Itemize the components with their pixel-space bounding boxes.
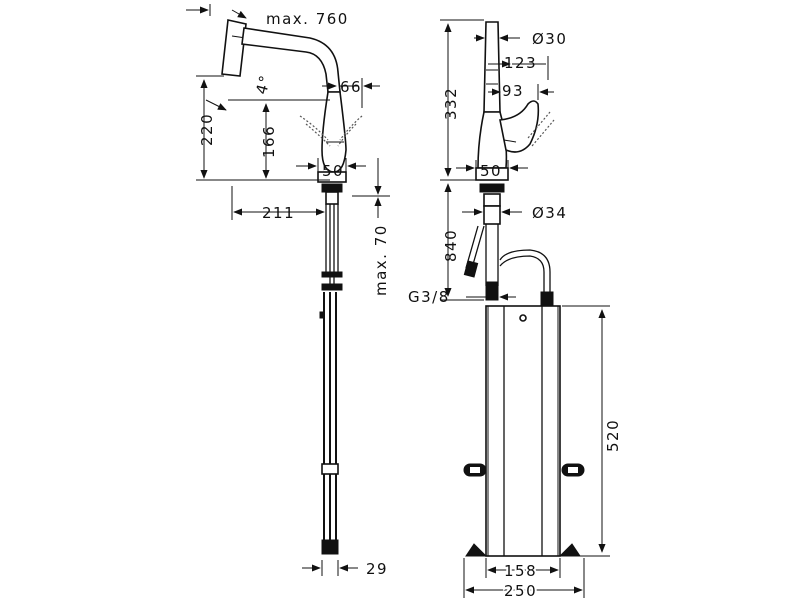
- dim-length-840: 840: [442, 229, 460, 262]
- dim-height-166: 166: [260, 125, 278, 158]
- dim-max-reach: max. 760: [266, 10, 349, 28]
- mounting-cabinet: [463, 305, 585, 557]
- dim-hose-29: 29: [366, 560, 388, 578]
- dim-depth-93: 93: [502, 82, 524, 100]
- side-view-left: max. 760 4° 66 220 166 50 211: [186, 4, 390, 578]
- dim-spout-offset: 66: [340, 78, 362, 96]
- dim-angle: 4°: [252, 72, 275, 96]
- dim-height-332: 332: [442, 87, 460, 120]
- dim-diam-30: Ø30: [532, 30, 567, 48]
- front-view-right: Ø30 332 123 93 50 Ø34 840 G3/8: [408, 19, 622, 600]
- dim-width-158: 158: [504, 562, 537, 580]
- faucet-body: [321, 91, 347, 173]
- dim-diam-34: Ø34: [532, 204, 567, 222]
- dim-depth-123: 123: [504, 54, 537, 72]
- dim-base-left: 50: [322, 162, 344, 180]
- spout-tube: [483, 21, 501, 113]
- dim-reach-211: 211: [262, 204, 295, 222]
- spray-pattern-left: [299, 115, 363, 147]
- dim-height-520: 520: [604, 419, 622, 452]
- dim-base-right: 50: [480, 162, 502, 180]
- dim-width-250: 250: [504, 582, 537, 600]
- supply-hose: [499, 249, 551, 292]
- spray-pattern-right: [527, 111, 555, 147]
- lever-handle: [499, 100, 540, 153]
- spout-head: [221, 19, 247, 77]
- pull-out-hose: [319, 292, 339, 555]
- dim-height-220: 220: [198, 113, 216, 146]
- dim-max-70: max. 70: [372, 224, 390, 296]
- dim-thread: G3/8: [408, 288, 450, 306]
